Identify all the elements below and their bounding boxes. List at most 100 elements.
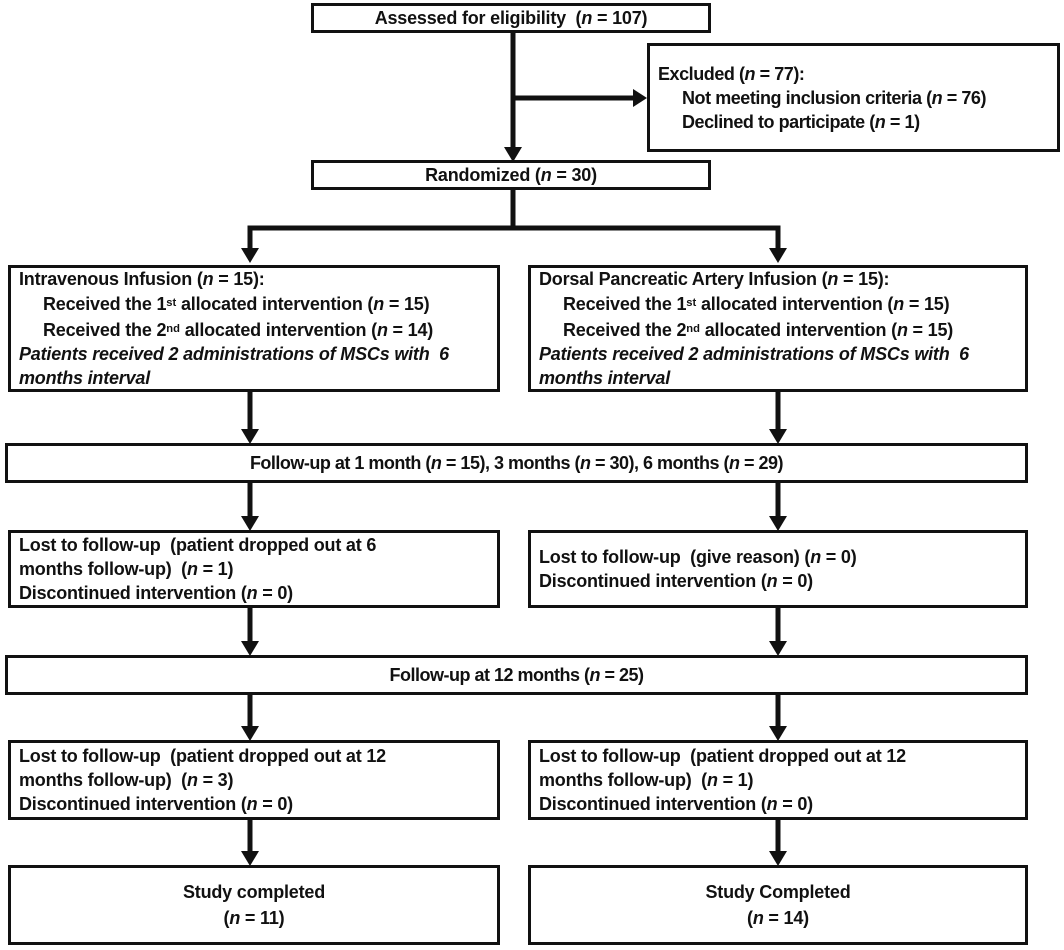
text-line: Follow-up at 1 month (n = 15), 3 months … [16,451,1017,475]
arrowhead [769,429,787,444]
arrowheads [241,89,787,866]
text-segment: Patients received 2 administrations of M… [539,343,969,364]
text-segment: Excluded ( [658,63,745,84]
text-segment: = 14) [763,908,809,928]
text-line: Excluded (n = 77): [658,62,1049,86]
intravenous-infusion-box: Intravenous Infusion (n = 15):Received t… [8,265,500,392]
text-segment: = 107) [592,8,648,28]
text-line: Follow-up at 12 months (n = 25) [16,663,1017,687]
text-segment: months interval [19,367,151,388]
text-segment: = 15): [838,269,890,290]
text-line: Received the 1st allocated intervention … [539,291,1017,316]
text-segment: = 0) [777,794,813,814]
text-segment: Study Completed [705,882,851,902]
arrowhead [769,516,787,531]
text-line: Not meeting inclusion criteria (n = 76) [658,86,1049,110]
text-segment: n [186,559,198,579]
arrowhead [241,641,259,656]
text-line: (n = 14) [539,905,1017,931]
text-segment: n [896,319,908,340]
text-segment: Study completed [182,882,326,902]
text-line: Assessed for eligibility (n = 107) [322,6,700,30]
text-segment: = 25) [599,665,644,685]
text-segment: Assessed for eligibility ( [374,8,582,28]
text-segment: nd [166,322,180,335]
text-line: months follow-up) (n = 1) [19,557,489,581]
text-segment: = 15) [904,294,950,315]
text-segment: months follow-up) ( [19,559,187,579]
text-segment: = 15) [907,319,954,340]
text-segment: Patients received 2 administrations of M… [19,343,449,364]
text-line: months interval [19,366,489,390]
text-line: Received the 1st allocated intervention … [19,291,489,316]
text-line: Patients received 2 administrations of M… [19,342,489,366]
text-segment: n [202,269,214,290]
text-line: Declined to participate (n = 1) [658,110,1049,134]
text-segment: n [827,269,839,290]
text-segment: nd [686,322,700,335]
lost2-to-study [247,820,781,852]
text-segment: n [373,294,385,315]
text-line: Discontinued intervention (n = 0) [539,569,1017,593]
randomized-box: Randomized (n = 30) [311,160,711,190]
text-segment: = 29) [739,453,784,473]
text-segment: Intravenous Infusion ( [19,269,203,290]
followup-1-3-6-months-box: Follow-up at 1 month (n = 15), 3 months … [5,443,1028,483]
text-segment: n [540,165,552,185]
text-segment: n [246,794,258,814]
text-segment: Received the 1 [43,294,167,315]
arrowhead [241,851,259,866]
text-segment: n [589,665,600,685]
dorsal-pancreatic-artery-infusion-box: Dorsal Pancreatic Artery Infusion (n = 1… [528,265,1028,392]
text-line: Discontinued intervention (n = 0) [19,581,489,605]
text-line: Study completed [19,879,489,905]
text-segment: Received the 2 [43,319,167,340]
text-line: months follow-up) (n = 3) [19,768,489,792]
text-segment: = 1) [717,770,754,790]
text-segment: Dorsal Pancreatic Artery Infusion ( [539,269,828,290]
lost1-to-followup2 [247,608,781,642]
text-segment: ( [747,908,753,928]
text-segment: ( [223,908,230,928]
text-segment: n [766,794,778,814]
followup2-to-lost2 [247,695,781,727]
text-segment: Received the 2 [563,319,687,340]
connector-lines [247,33,781,852]
text-segment: Not meeting inclusion criteria ( [682,87,932,108]
text-segment: = 30), 6 months ( [590,453,730,473]
text-line: Randomized (n = 30) [322,163,700,187]
study-completed-left-box: Study completed(n = 11) [8,865,500,945]
arrowhead [241,726,259,741]
text-segment: = 3) [197,770,234,790]
text-segment: allocated intervention ( [179,319,377,340]
text-segment: = 0) [257,583,293,603]
text-segment: Lost to follow-up (patient dropped out a… [19,535,377,555]
text-segment: Discontinued intervention ( [539,571,767,591]
study-completed-right-box: Study Completed (n = 14) [528,865,1028,945]
arrowhead [241,248,259,263]
text-segment: allocated intervention ( [699,319,897,340]
lost-followup-6mo-left-box: Lost to follow-up (patient dropped out a… [8,530,500,608]
arrowhead [769,641,787,656]
branch-stems [247,226,781,249]
text-segment: months follow-up) ( [19,770,187,790]
text-segment: n [766,571,778,591]
text-segment: = 0) [777,571,813,591]
text-segment: = 14) [387,319,434,340]
assessed-for-eligibility-box: Assessed for eligibility (n = 107) [311,3,711,33]
lost-followup-6mo-right-box: Lost to follow-up (give reason) (n = 0)D… [528,530,1028,608]
arrowhead [241,516,259,531]
text-segment: Lost to follow-up (give reason) ( [539,547,811,567]
text-segment: = 1) [197,559,234,579]
text-segment: Lost to follow-up (patient dropped out a… [19,746,386,766]
lost-followup-12mo-right-box: Lost to follow-up (patient dropped out a… [528,740,1028,820]
text-segment: n [706,770,718,790]
text-line: Discontinued intervention (n = 0) [19,792,489,816]
text-segment: n [246,583,258,603]
text-line: Received the 2nd allocated intervention … [19,317,489,342]
text-segment: n [430,453,442,473]
arrowhead [633,89,647,107]
arrowhead [504,147,522,162]
